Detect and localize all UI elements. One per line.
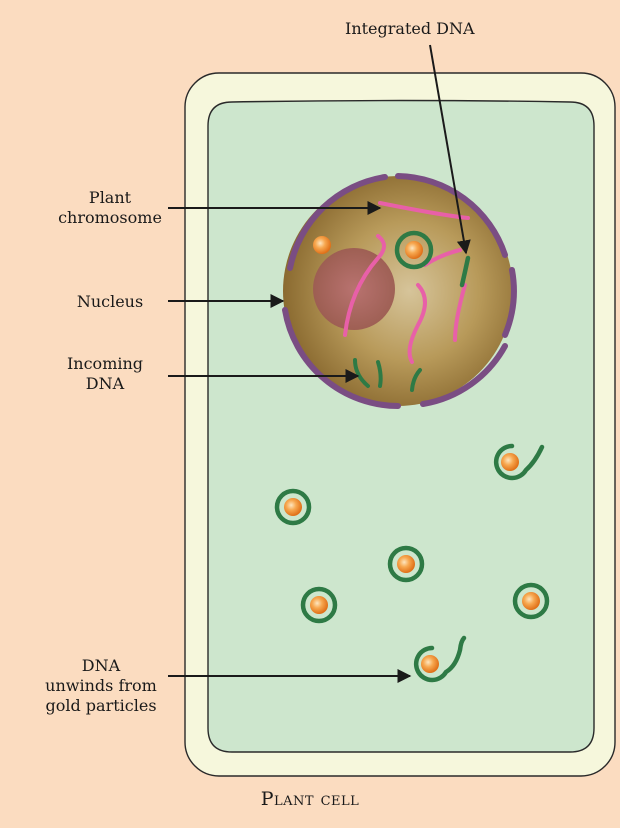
label-dna-unwinds: DNA unwinds from gold particles	[36, 656, 166, 716]
label-integrated-dna: Integrated DNA	[345, 19, 475, 39]
label-incoming-dna: Incoming DNA	[50, 354, 160, 394]
nucleolus	[313, 248, 395, 330]
label-plant-chromosome: Plant chromosome	[55, 188, 165, 228]
label-nucleus: Nucleus	[55, 292, 165, 312]
diagram-caption: Plant cell	[0, 788, 620, 810]
gold-particle	[313, 236, 331, 254]
